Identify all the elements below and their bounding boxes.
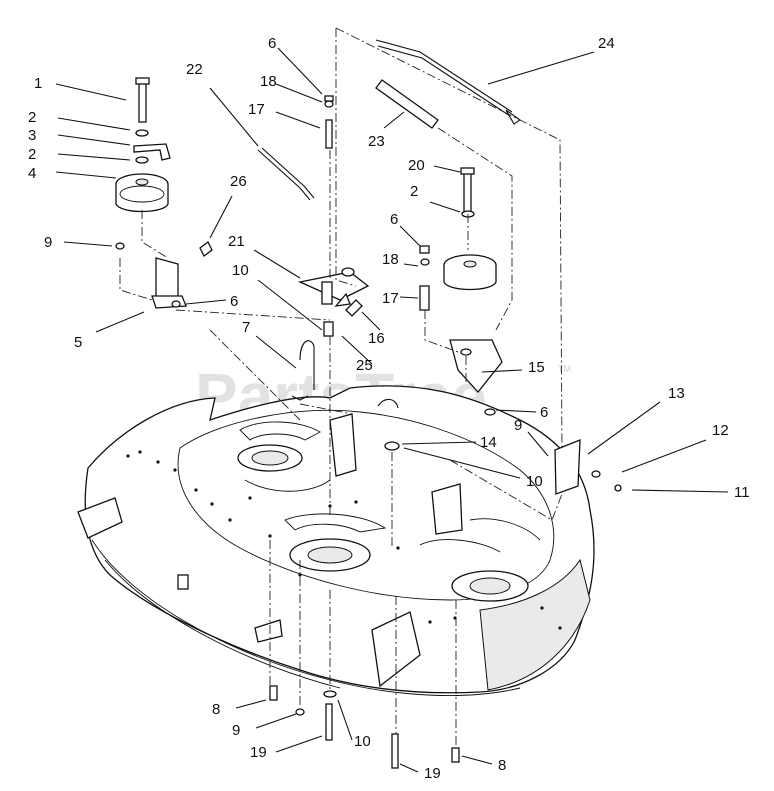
callout-2: 2 (28, 109, 36, 126)
spring-and-cable (375, 39, 521, 129)
callout-9: 9 (44, 234, 52, 251)
callout-3: 3 (28, 127, 36, 144)
cable-24 (375, 39, 513, 113)
callout-25: 25 (356, 357, 373, 374)
callout-6: 6 (390, 211, 398, 228)
callout-labels: 1 2 3 2 4 9 5 6 26 22 6 18 17 21 10 7 16… (28, 35, 750, 782)
callout-6: 6 (540, 404, 548, 421)
hardware-26 (199, 241, 213, 257)
callout-17: 17 (382, 290, 399, 307)
leader-lines (55, 47, 729, 773)
callout-2: 2 (28, 146, 36, 163)
callout-11: 11 (734, 484, 750, 501)
callout-8: 8 (498, 757, 506, 774)
spring-23 (375, 79, 439, 129)
j-bolt-7 (299, 340, 315, 390)
spacer-bracket (133, 143, 171, 161)
assembly-lines (119, 27, 563, 746)
callout-12: 12 (712, 422, 729, 439)
callout-10: 10 (526, 473, 543, 490)
callout-19: 19 (250, 744, 267, 761)
callout-14: 14 (480, 434, 497, 451)
mower-deck-housing (77, 385, 595, 697)
spacer-17 (325, 119, 333, 149)
watermark-trademark: TM (558, 364, 571, 374)
callout-22: 22 (186, 61, 203, 78)
callout-16: 16 (368, 330, 385, 347)
washer-14 (384, 441, 400, 451)
idler-bolt (138, 81, 147, 123)
callout-21: 21 (228, 233, 245, 250)
left-idler-pulley-assembly (115, 77, 171, 213)
clip-25 (377, 398, 399, 409)
bracket-13 (554, 439, 581, 495)
callout-4: 4 (28, 165, 36, 182)
callout-24: 24 (598, 35, 615, 52)
callout-17: 17 (248, 101, 265, 118)
left-idler-arm-bracket (115, 241, 213, 309)
spacer-17b (419, 285, 430, 311)
callout-6: 6 (268, 35, 276, 52)
bolt-20 (463, 171, 472, 213)
rod-22 (257, 149, 311, 201)
callout-9: 9 (514, 417, 522, 434)
right-idler-pulley-assembly (419, 167, 622, 495)
center-idler-arm-assembly (257, 95, 370, 401)
callout-6: 6 (230, 293, 238, 310)
callout-23: 23 (368, 133, 385, 150)
callout-1: 1 (34, 75, 42, 92)
callout-18: 18 (382, 251, 399, 268)
callout-26: 26 (230, 173, 247, 190)
callout-7: 7 (242, 319, 250, 336)
callout-18: 18 (260, 73, 277, 90)
callout-19: 19 (424, 765, 441, 782)
nut-9 (115, 242, 125, 250)
idler-arm-21 (297, 271, 370, 301)
callout-2: 2 (410, 183, 418, 200)
callout-8: 8 (212, 701, 220, 718)
washer (135, 129, 149, 137)
bottom-hardware (269, 398, 460, 769)
callout-13: 13 (668, 385, 685, 402)
callout-5: 5 (74, 334, 82, 351)
callout-10: 10 (232, 262, 249, 279)
callout-15: 15 (528, 359, 545, 376)
callout-10: 10 (354, 733, 371, 750)
callout-9: 9 (232, 722, 240, 739)
callout-20: 20 (408, 157, 425, 174)
